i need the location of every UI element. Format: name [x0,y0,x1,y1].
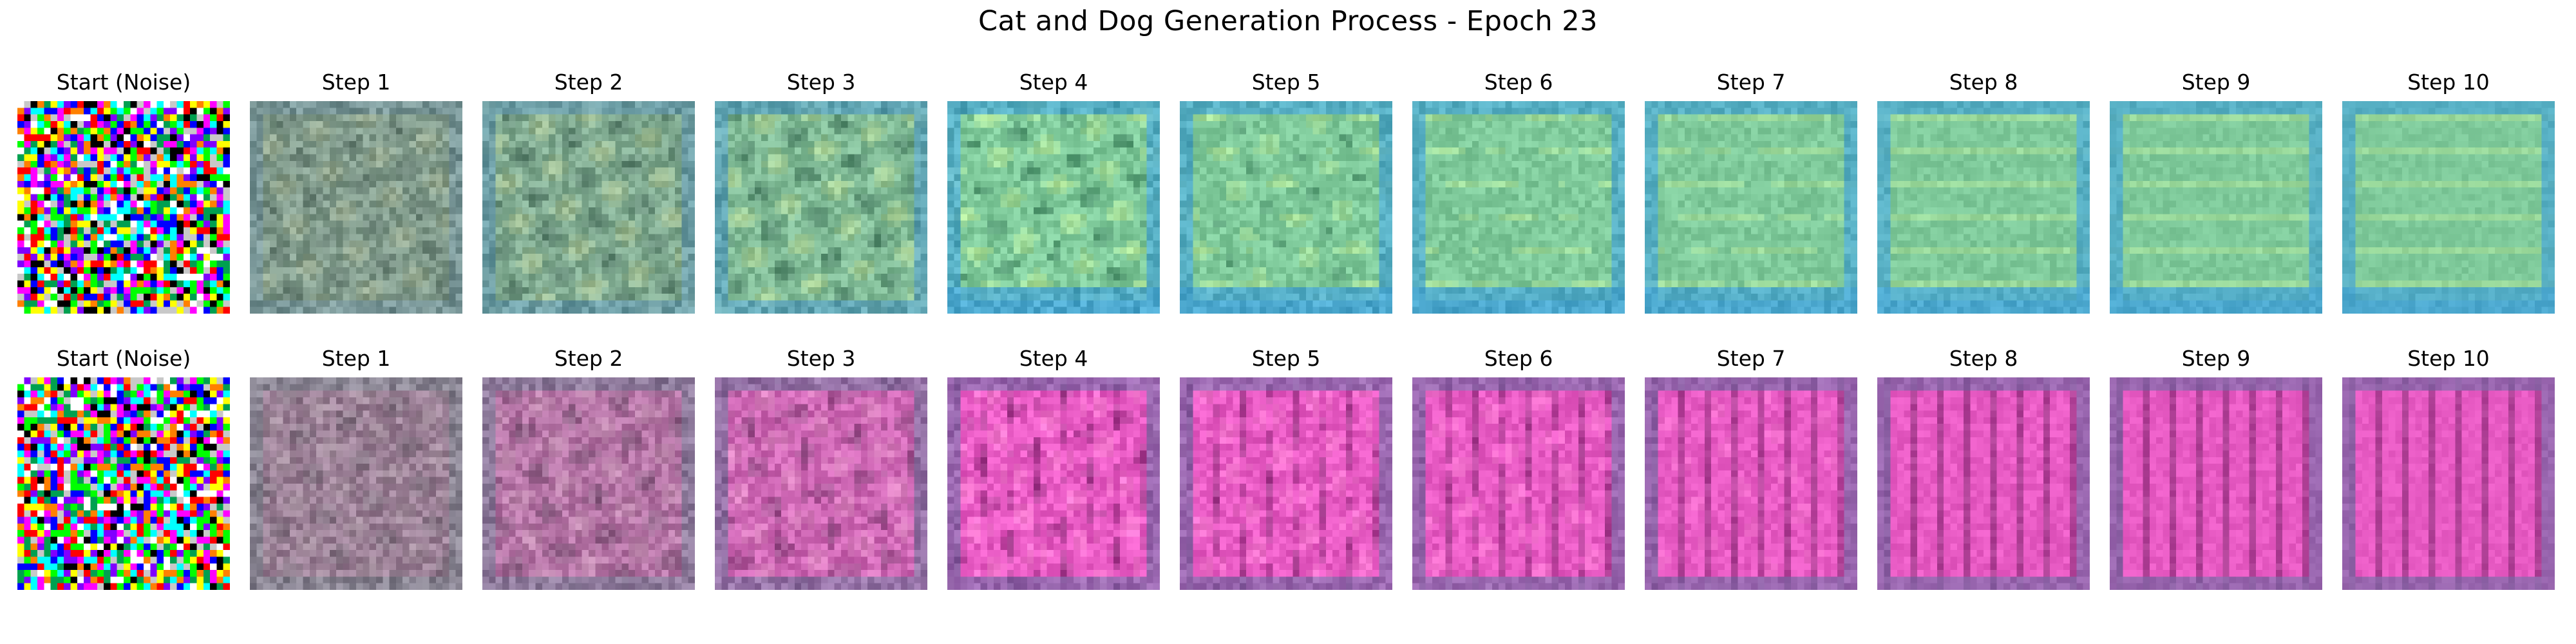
row2-step-image [1412,377,1625,590]
row2-panel-label: Step 7 [1716,346,1786,371]
row1-panel-label: Step 9 [2181,70,2251,95]
row1-step-image [250,101,462,314]
row1-step-image [2342,101,2555,314]
row1-step-image [715,101,927,314]
row1-step-image [482,101,695,314]
row2-panel-label: Step 4 [1019,346,1088,371]
row1-panel-label: Step 2 [554,70,623,95]
row1-panel-label: Step 6 [1484,70,1553,95]
row2-panel-label: Step 2 [554,346,623,371]
row2-panel-label: Step 8 [1949,346,2018,371]
row1-panel-label: Step 7 [1716,70,1786,95]
row2-panel-label: Step 5 [1251,346,1321,371]
row2-panel-label: Step 9 [2181,346,2251,371]
row1-step-image [1180,101,1392,314]
row2-panel-label: Step 3 [786,346,856,371]
row2-step-image [1877,377,2090,590]
row1-panel-label: Start (Noise) [56,70,191,95]
row1-panel-label: Step 10 [2407,70,2490,95]
row1-panel-label: Step 4 [1019,70,1088,95]
row2-step-image [1645,377,1857,590]
row2-step-image [947,377,1160,590]
row1-panel-label: Step 3 [786,70,856,95]
row1-panel-label: Step 8 [1949,70,2018,95]
row2-step-image [715,377,927,590]
row1-step-image [2110,101,2322,314]
row2-step-image [1180,377,1392,590]
row2-noise-image [17,377,230,590]
row1-step-image [1645,101,1857,314]
row1-step-image [1412,101,1625,314]
row1-step-image [947,101,1160,314]
row2-step-image [250,377,462,590]
figure-title: Cat and Dog Generation Process - Epoch 2… [978,5,1598,37]
row1-panel-label: Step 1 [321,70,391,95]
row2-step-image [482,377,695,590]
row1-step-image [1877,101,2090,314]
row1-panel-label: Step 5 [1251,70,1321,95]
row1-noise-image [17,101,230,314]
row2-panel-label: Step 1 [321,346,391,371]
row2-step-image [2110,377,2322,590]
row2-panel-label: Step 10 [2407,346,2490,371]
row2-step-image [2342,377,2555,590]
row2-panel-label: Start (Noise) [56,346,191,371]
row2-panel-label: Step 6 [1484,346,1553,371]
